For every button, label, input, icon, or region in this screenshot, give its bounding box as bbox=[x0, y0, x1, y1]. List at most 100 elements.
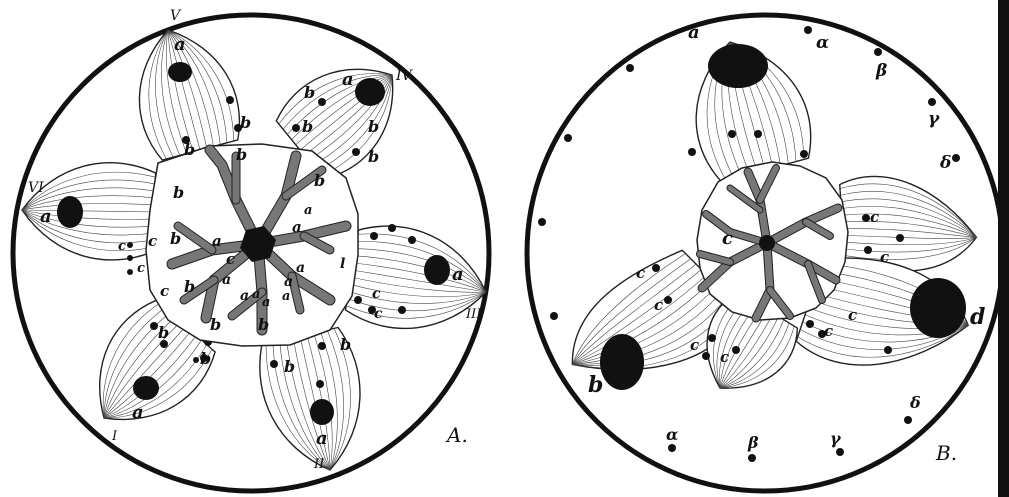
label-a: a bbox=[240, 288, 249, 304]
petal-c bbox=[840, 176, 977, 271]
small-dot bbox=[836, 448, 844, 456]
small-dot bbox=[664, 296, 672, 304]
petal-v-letter: a bbox=[174, 34, 186, 55]
small-dot bbox=[804, 26, 812, 34]
label-a: a bbox=[304, 203, 312, 218]
label-c: c bbox=[654, 296, 663, 314]
label-c: c bbox=[137, 261, 145, 276]
panel-b-label: B. bbox=[935, 441, 957, 465]
small-dot bbox=[370, 232, 378, 240]
small-dot bbox=[270, 360, 278, 368]
label-c: c bbox=[636, 264, 645, 282]
small-dot bbox=[127, 255, 133, 261]
label-b: b bbox=[240, 113, 251, 132]
small-dot bbox=[874, 48, 882, 56]
small-dot bbox=[127, 242, 133, 248]
small-dot bbox=[388, 224, 396, 232]
panel-b: a b d c c c c c c c c c α β γ δ α β γ δ … bbox=[527, 15, 1003, 491]
small-dot bbox=[884, 346, 892, 354]
petal-d-letter: d bbox=[970, 304, 985, 330]
label-b: b bbox=[304, 83, 315, 102]
small-dot bbox=[904, 416, 912, 424]
small-dot bbox=[800, 150, 808, 158]
label-b: b bbox=[158, 323, 169, 342]
small-dot bbox=[626, 64, 634, 72]
small-dot bbox=[127, 269, 133, 275]
large-nucleus bbox=[355, 78, 385, 106]
label-b: b bbox=[173, 183, 184, 202]
small-dot bbox=[318, 98, 326, 106]
small-dot bbox=[564, 134, 572, 142]
small-dot bbox=[728, 130, 736, 138]
small-dot bbox=[862, 214, 870, 222]
label-b: b bbox=[302, 117, 313, 136]
greek-alpha-top: α bbox=[816, 33, 829, 53]
small-dot bbox=[896, 234, 904, 242]
label-a: a bbox=[296, 260, 305, 276]
center-label: c bbox=[722, 228, 733, 249]
large-nucleus bbox=[708, 44, 768, 88]
label-a: a bbox=[282, 289, 290, 304]
small-dot bbox=[702, 352, 710, 360]
label-a: a bbox=[252, 287, 260, 302]
petal-i-letter: a bbox=[132, 402, 144, 423]
greek-delta-top: δ bbox=[939, 153, 951, 173]
panel-a-label: A. bbox=[445, 423, 468, 447]
small-dot bbox=[748, 454, 756, 462]
label-b: b bbox=[170, 229, 181, 248]
small-dot bbox=[352, 148, 360, 156]
small-dot bbox=[316, 380, 324, 388]
petal-b-letter: b bbox=[588, 372, 603, 398]
label-c: c bbox=[160, 282, 169, 300]
petal-iii-letter: a bbox=[452, 264, 464, 285]
label-a: a bbox=[292, 218, 302, 236]
label-c: c bbox=[690, 336, 699, 354]
numeral-iv: IV bbox=[395, 68, 414, 84]
small-dot bbox=[806, 320, 814, 328]
petal-vi-letter: a bbox=[40, 206, 52, 227]
label-a: a bbox=[284, 274, 293, 290]
small-dot bbox=[292, 124, 300, 132]
small-dot bbox=[754, 130, 762, 138]
label-b: b bbox=[184, 140, 195, 159]
small-dot bbox=[688, 148, 696, 156]
page-edge-shadow bbox=[998, 0, 1009, 497]
label-c: c bbox=[870, 208, 879, 226]
small-dot bbox=[864, 246, 872, 254]
small-dot bbox=[318, 342, 326, 350]
large-nucleus bbox=[310, 399, 334, 425]
label-c: c bbox=[824, 322, 833, 340]
panel-b-nucleus bbox=[759, 235, 775, 251]
small-dot bbox=[398, 306, 406, 314]
small-dot bbox=[708, 334, 716, 342]
label-b: b bbox=[314, 171, 325, 190]
label-b: b bbox=[284, 357, 295, 376]
small-dot bbox=[193, 357, 199, 363]
label-c: c bbox=[148, 232, 157, 250]
label-b: b bbox=[340, 335, 351, 354]
greek-gamma-bottom: γ bbox=[830, 429, 842, 448]
label-b: b bbox=[368, 117, 379, 136]
small-dot bbox=[952, 154, 960, 162]
small-dot bbox=[354, 296, 362, 304]
large-nucleus bbox=[910, 278, 966, 338]
label-b: b bbox=[200, 349, 211, 368]
numeral-v: V bbox=[170, 8, 182, 24]
label-c: c bbox=[720, 348, 729, 366]
large-nucleus bbox=[168, 62, 192, 82]
greek-gamma-top: γ bbox=[928, 109, 940, 129]
petal-iv-letter: a bbox=[342, 69, 354, 90]
large-nucleus bbox=[424, 255, 450, 285]
small-dot bbox=[652, 264, 660, 272]
large-nucleus bbox=[600, 334, 644, 390]
label-a: a bbox=[212, 232, 222, 250]
large-nucleus bbox=[57, 196, 83, 228]
panel-a: V IV VI III I II a a a a a a b b b b b b… bbox=[13, 8, 489, 491]
small-dot bbox=[408, 236, 416, 244]
small-dot bbox=[538, 218, 546, 226]
greek-beta-top: β bbox=[875, 61, 887, 81]
label-c: c bbox=[118, 239, 126, 254]
label-a: a bbox=[262, 295, 270, 310]
